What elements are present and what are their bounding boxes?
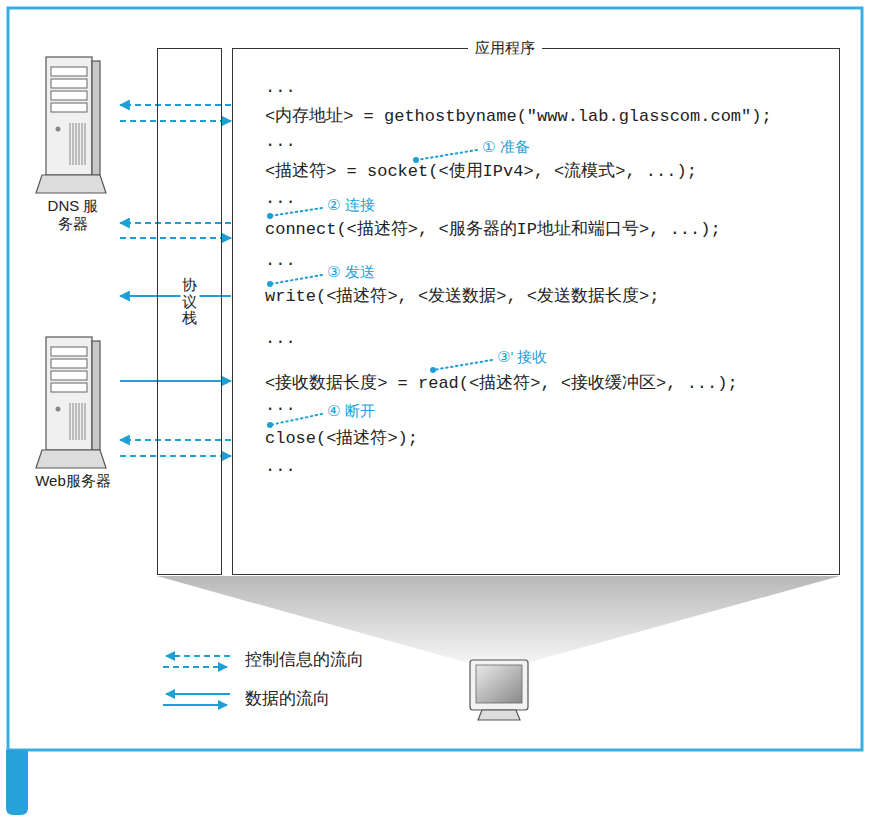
code-line: ... bbox=[265, 329, 296, 349]
protocol-stack-box: 协议栈 bbox=[157, 48, 222, 575]
control-flow-arrow bbox=[120, 222, 231, 224]
server-illustration bbox=[28, 55, 118, 195]
control-flow-arrow bbox=[120, 455, 231, 457]
legend-samples bbox=[163, 656, 230, 705]
control-flow-arrow bbox=[120, 439, 231, 441]
data-flow-arrow bbox=[120, 295, 231, 297]
page-tab bbox=[6, 750, 28, 815]
callout-label: ③' 接收 bbox=[497, 347, 547, 367]
stack-label: 协议栈 bbox=[180, 274, 199, 330]
callout-label: ③ 发送 bbox=[327, 262, 375, 282]
projection-shade bbox=[157, 576, 840, 662]
code-line: write(<描述符>, <发送数据>, <发送数据长度>; bbox=[265, 287, 659, 307]
code-line: <内存地址> = gethostbyname("www.lab.glasscom… bbox=[265, 107, 772, 127]
legend-label: 控制信息的流向 bbox=[245, 650, 364, 670]
server-icon-box: Web服务器 bbox=[28, 335, 118, 490]
control-flow-arrow bbox=[120, 120, 231, 122]
code-line: close(<描述符>); bbox=[265, 429, 418, 449]
callout-label: ② 连接 bbox=[327, 195, 375, 215]
data-flow-arrow bbox=[120, 380, 231, 382]
code-line: <接收数据长度> = read(<描述符>, <接收缓冲区>, ...); bbox=[265, 374, 738, 394]
code-line: <描述符> = socket(<使用IPv4>, <流模式>, ...); bbox=[265, 162, 697, 182]
server-icon-box: DNS 服务器 bbox=[28, 55, 118, 233]
application-box: 应用程序 bbox=[232, 48, 840, 575]
box-title: 应用程序 bbox=[468, 39, 542, 57]
server-illustration bbox=[28, 335, 118, 470]
server-label: DNS 服务器 bbox=[42, 197, 104, 233]
code-line: ... bbox=[265, 189, 296, 209]
code-line: ... bbox=[265, 251, 296, 271]
code-line: ... bbox=[265, 132, 296, 152]
control-flow-arrow bbox=[120, 104, 231, 106]
code-line: ... bbox=[265, 78, 296, 98]
code-line: ... bbox=[265, 396, 296, 416]
callout-label: ④ 断开 bbox=[327, 401, 375, 421]
legend-label: 数据的流向 bbox=[245, 689, 330, 709]
monitor-icon bbox=[470, 660, 528, 720]
control-flow-arrow bbox=[120, 237, 231, 239]
server-label: Web服务器 bbox=[28, 472, 118, 490]
callout-label: ① 准备 bbox=[482, 137, 530, 157]
outer-frame bbox=[8, 8, 862, 750]
code-line: connect(<描述符>, <服务器的IP地址和端口号>, ...); bbox=[265, 220, 721, 240]
code-line: ... bbox=[265, 457, 296, 477]
